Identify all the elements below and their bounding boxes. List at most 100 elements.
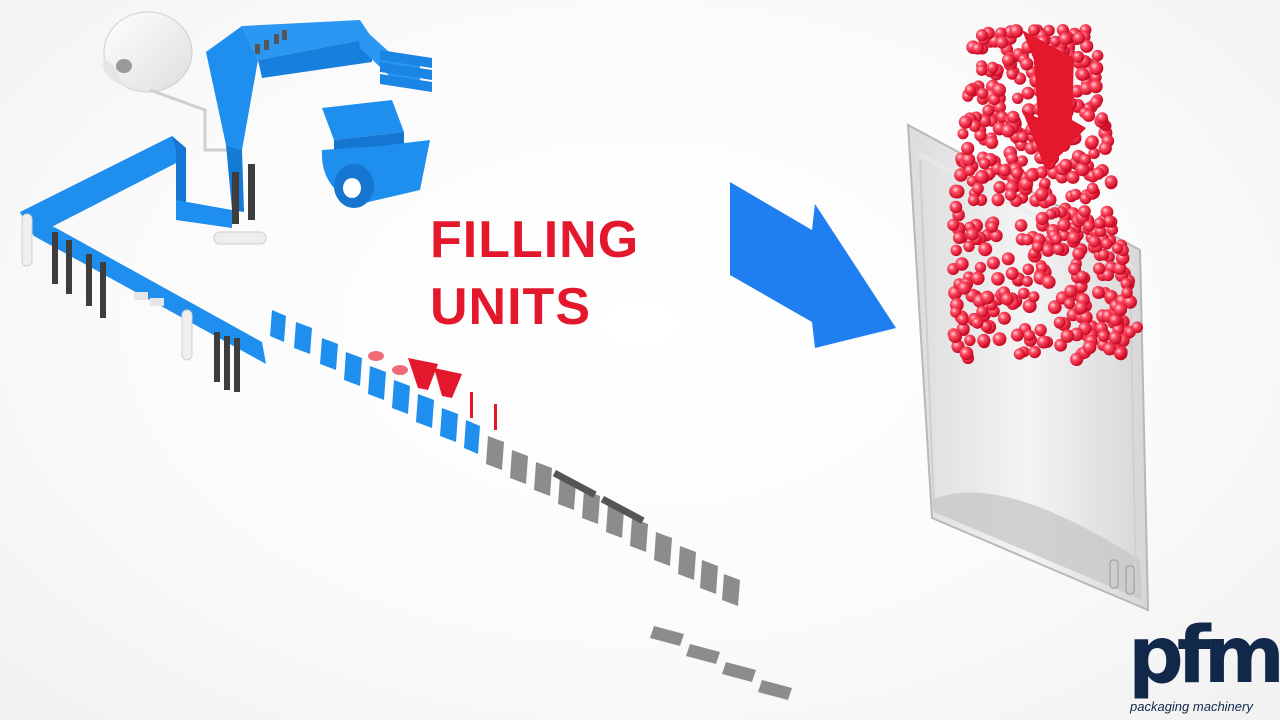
pellet: [1076, 270, 1088, 283]
pellet: [978, 242, 993, 257]
pellet: [1088, 147, 1100, 160]
pellet: [1097, 330, 1110, 342]
pellet: [1054, 316, 1066, 328]
pellet: [992, 83, 1006, 97]
vertical-seal-bars: [232, 164, 255, 224]
pellet: [1123, 295, 1137, 309]
logo-mark: pfm: [1128, 611, 1280, 701]
pellet: [1059, 158, 1072, 172]
pellet: [972, 182, 984, 195]
pellet: [1101, 268, 1115, 282]
pellet: [1076, 68, 1090, 81]
pellet: [1093, 262, 1106, 275]
pellet: [1057, 218, 1071, 232]
pellet: [1052, 243, 1065, 256]
pellet: [1009, 24, 1024, 38]
filling-funnels: [368, 351, 497, 430]
pellet: [1089, 79, 1103, 94]
pellet: [1022, 299, 1037, 314]
pellet: [1100, 205, 1114, 219]
down-arrow-icon: [1022, 30, 1086, 170]
pellet: [995, 27, 1007, 39]
cross-seal-bars: [52, 232, 240, 392]
pellet: [1005, 152, 1019, 165]
pellet: [1050, 233, 1063, 245]
pellet: [950, 244, 962, 256]
pellet: [975, 170, 989, 184]
pellet: [1072, 50, 1085, 63]
pellet: [974, 261, 987, 274]
pellet: [986, 61, 999, 74]
pellet: [979, 114, 992, 128]
pellet: [949, 200, 963, 214]
pellet: [952, 231, 966, 244]
pellet: [978, 157, 991, 170]
pellet: [1075, 162, 1090, 177]
pellet: [991, 193, 1005, 207]
pellet: [957, 128, 969, 140]
registered-mark: ®: [1264, 638, 1272, 649]
pellet: [1005, 267, 1019, 280]
pellet: [950, 306, 962, 318]
pellet: [1072, 247, 1086, 261]
pellet: [1020, 57, 1034, 71]
pellet: [1111, 242, 1124, 254]
pellet: [963, 240, 975, 252]
pellet: [1100, 238, 1113, 250]
pellet: [974, 129, 987, 142]
pellet: [1091, 49, 1104, 62]
pellet: [1014, 219, 1028, 232]
pellet: [964, 165, 976, 176]
guide-rollers: [213, 231, 267, 245]
pellet: [1082, 340, 1097, 355]
pellet: [1074, 301, 1088, 315]
pellet: [1035, 211, 1049, 226]
pellet: [1097, 248, 1110, 261]
pellet: [1006, 68, 1018, 80]
pellet: [1104, 175, 1118, 189]
pellet: [1103, 342, 1117, 356]
pellet: [1047, 300, 1062, 315]
headline-line-1: FILLING: [430, 211, 640, 269]
pellet: [980, 320, 992, 333]
gray-pouch-sequence: [486, 436, 740, 606]
pellet: [1028, 291, 1040, 303]
pellet: [1010, 328, 1024, 342]
pellet: [1094, 225, 1107, 238]
tower-small-blocks: [255, 30, 287, 54]
pellet: [1113, 262, 1127, 275]
pellet: [1031, 241, 1044, 253]
headline-line-2: UNITS: [430, 278, 591, 336]
pellet: [1113, 302, 1128, 317]
pellet: [948, 329, 963, 343]
pellet: [997, 311, 1011, 325]
logo-tagline: packaging machinery: [1130, 699, 1253, 714]
pellet: [1093, 217, 1106, 229]
pellet: [1089, 61, 1104, 76]
pellet: [1082, 109, 1096, 122]
pellet: [985, 136, 999, 149]
pellet: [986, 220, 999, 233]
pellet: [1072, 31, 1086, 45]
pellet: [1006, 110, 1020, 124]
pellet: [961, 152, 976, 167]
pellet: [1025, 168, 1039, 182]
pellet: [1028, 24, 1040, 36]
pellet: [993, 181, 1006, 194]
pellet: [1012, 92, 1024, 105]
pellet: [991, 272, 1005, 286]
pellet: [1039, 177, 1051, 189]
pellet: [971, 316, 984, 329]
pellet: [959, 346, 974, 361]
pellet: [1000, 292, 1014, 306]
pellet: [1063, 298, 1076, 310]
pellet: [986, 256, 1000, 270]
pellet: [956, 313, 969, 326]
seal-jaws: [552, 469, 645, 524]
pellet: [1035, 166, 1048, 179]
pellet: [1016, 155, 1028, 167]
pellet: [982, 104, 995, 117]
pellet: [1114, 347, 1127, 359]
pellet: [1041, 275, 1056, 289]
